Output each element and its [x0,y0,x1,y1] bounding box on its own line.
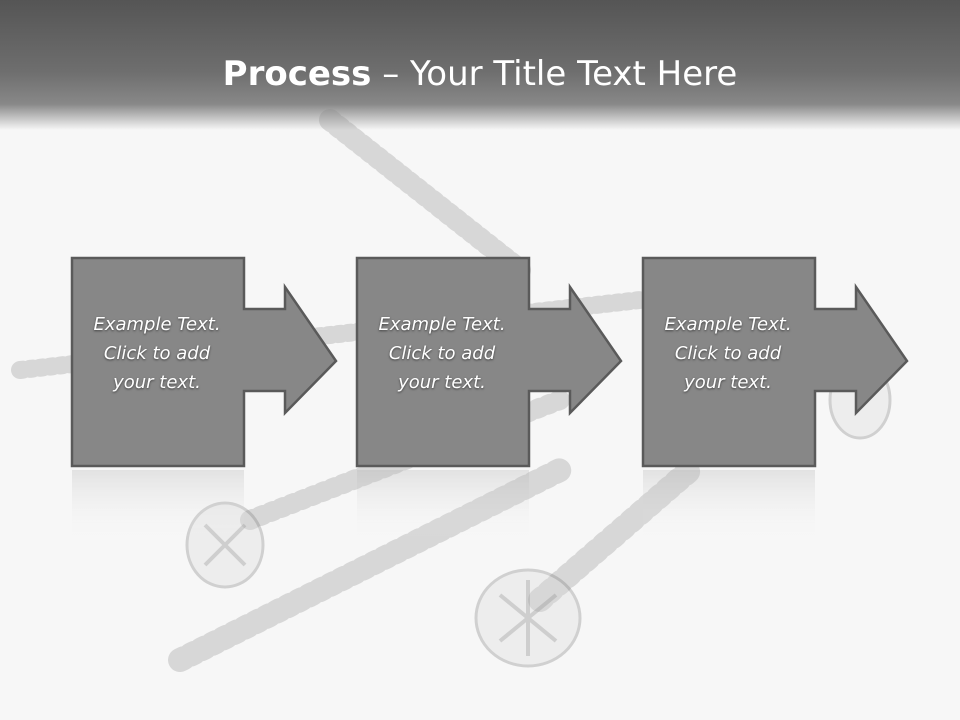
step-3-arrow-shape [641,256,909,468]
process-step-2[interactable]: Example Text. Click to add your text. [355,256,623,468]
title-strong: Process [222,54,372,94]
title-rest: Your Title Text Here [410,54,738,94]
step-2-reflection [357,470,529,540]
process-step-3[interactable]: Example Text. Click to add your text. [641,256,909,468]
step-3-reflection [643,470,815,540]
step-1-arrow-shape [70,256,338,468]
step-3-text[interactable]: Example Text. Click to add your text. [664,314,792,393]
step-1-text[interactable]: Example Text. Click to add your text. [93,314,221,393]
step-1-reflection [72,470,244,540]
step-2-arrow-shape [355,256,623,468]
process-step-1[interactable]: Example Text. Click to add your text. [70,256,338,468]
title-dash: – [371,54,411,94]
slide-title: Process – Your Title Text Here [0,52,960,96]
title-bar [0,0,960,130]
step-2-text[interactable]: Example Text. Click to add your text. [378,314,506,393]
